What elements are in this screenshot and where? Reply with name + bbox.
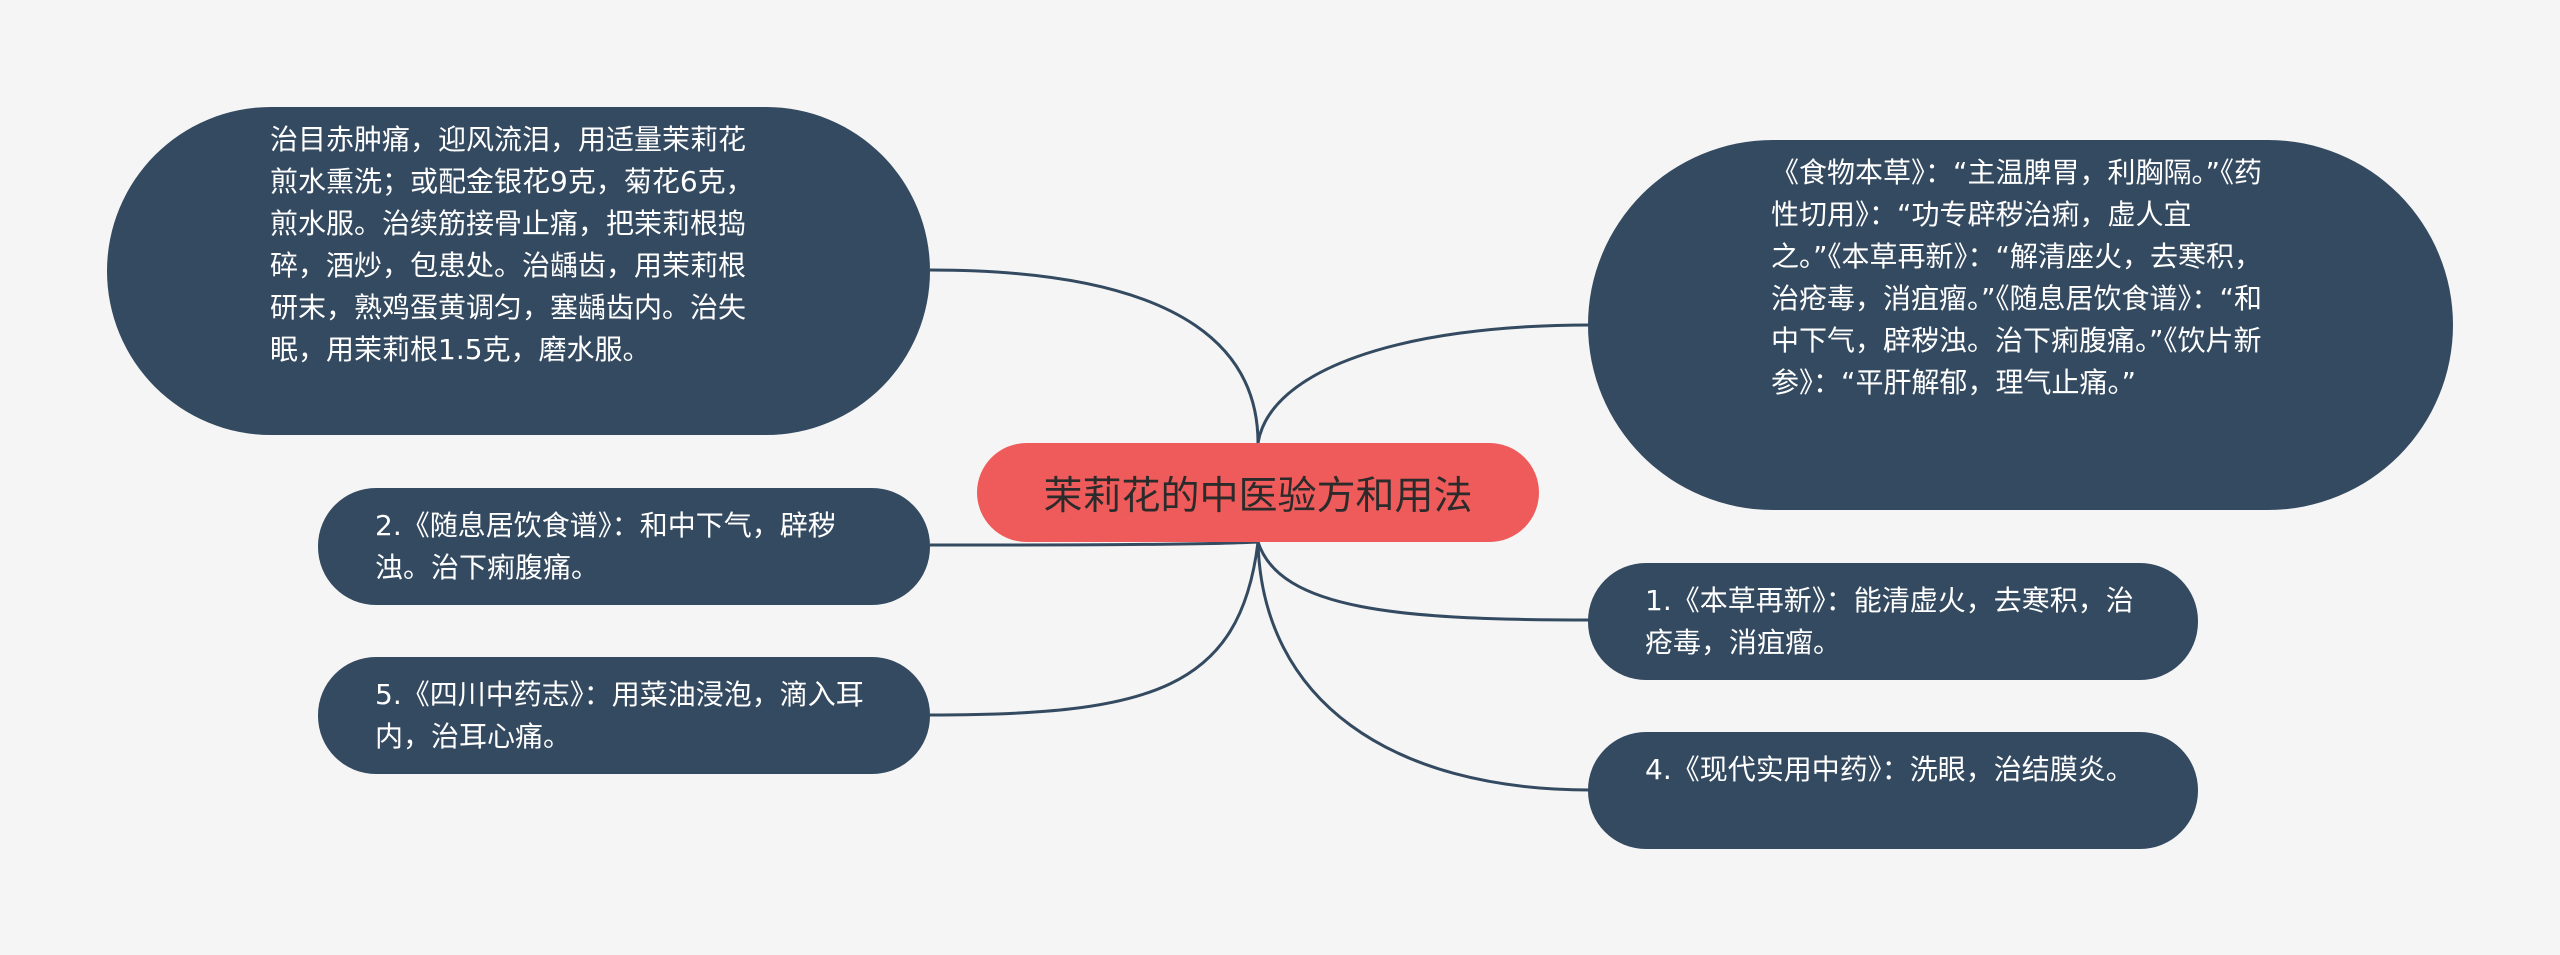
- connector-mid-left: [929, 540, 1259, 547]
- branch-mid-left-node[interactable]: 2.《随息居饮食谱》：和中下气，辟秽浊。治下痢腹痛。: [318, 488, 930, 605]
- branch-mid-left-text: 2.《随息居饮食谱》：和中下气，辟秽浊。治下痢腹痛。: [375, 509, 836, 584]
- connector-top-right: [1256, 323, 1591, 444]
- branch-bottom-left-text: 5.《四川中药志》：用菜油浸泡，滴入耳内，治耳心痛。: [375, 678, 864, 753]
- connector-bottom-left: [929, 541, 1260, 717]
- branch-bottom-right-text: 4.《现代实用中药》：洗眼，治结膜炎。: [1645, 753, 2134, 786]
- branch-top-right-text: 《食物本草》：“主温脾胃，利胸隔。”《药性切用》：“功专辟秽治痢，虚人宜之。”《…: [1771, 156, 2263, 399]
- central-topic[interactable]: 茉莉花的中医验方和用法: [977, 443, 1539, 542]
- branch-bottom-left-node[interactable]: 5.《四川中药志》：用菜油浸泡，滴入耳内，治耳心痛。: [318, 657, 930, 774]
- connector-top-left: [929, 268, 1260, 444]
- branch-bottom-right-node[interactable]: 4.《现代实用中药》：洗眼，治结膜炎。: [1588, 732, 2198, 849]
- branch-top-right-node[interactable]: 《食物本草》：“主温脾胃，利胸隔。”《药性切用》：“功专辟秽治痢，虚人宜之。”《…: [1588, 140, 2453, 510]
- branch-top-left-node[interactable]: 治目赤肿痛，迎风流泪，用适量茉莉花煎水熏洗；或配金银花9克，菊花6克，煎水服。治…: [107, 107, 930, 435]
- branch-mid-right-text: 1.《本草再新》：能清虚火，去寒积，治疮毒，消疽瘤。: [1645, 584, 2134, 659]
- branch-top-left-text: 治目赤肿痛，迎风流泪，用适量茉莉花煎水熏洗；或配金银花9克，菊花6克，煎水服。治…: [270, 123, 754, 366]
- connector-bottom-right: [1256, 541, 1591, 792]
- connector-mid-right: [1256, 541, 1591, 622]
- branch-mid-right-node[interactable]: 1.《本草再新》：能清虚火，去寒积，治疮毒，消疽瘤。: [1588, 563, 2198, 680]
